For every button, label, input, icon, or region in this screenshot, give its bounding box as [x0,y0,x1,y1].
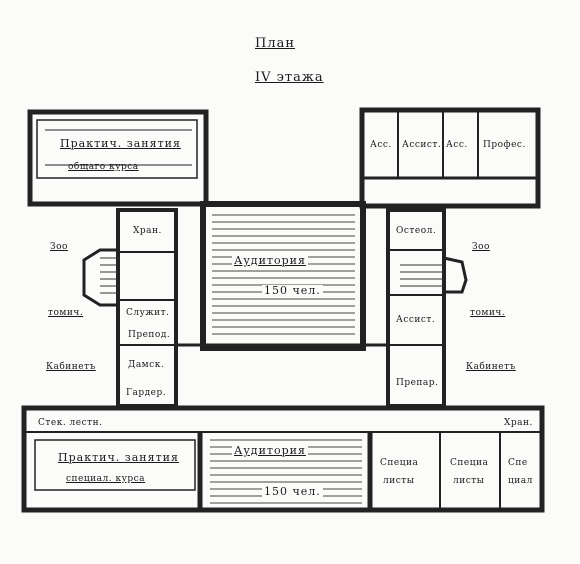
auditorium-1-title: Аудитория [232,254,308,267]
special-room-3-line2: циал [508,476,533,486]
left-stair-treads [100,257,118,294]
professor-room-label: Профес. [483,140,526,150]
right-room-preparation-label: Препар. [396,378,439,388]
special-room-2-line2: листы [453,476,485,486]
plan-title: План [255,36,296,51]
special-room-1-line2: листы [383,476,415,486]
storage-left-label: Хран. [133,226,162,236]
lab-top-left-line1: Практич. занятия [60,137,181,150]
ladies-room-label: Дамск. [128,360,165,370]
special-room-3-line1: Спе [508,458,528,468]
director-room-label: Препод. [128,330,171,340]
assistant-room-3-label: Асс. [446,140,468,150]
special-room-2-line1: Специа [450,458,489,468]
auditorium-1-capacity: 150 чел. [262,284,323,297]
right-stair-treads [400,264,444,287]
top-left-wing-walls [27,109,209,207]
service-room-label: Служит. [126,308,170,318]
bottom-wing-walls [21,405,545,513]
right-wing-zoo-label: Зоо [472,242,490,252]
plan-subtitle: IV этажа [255,70,324,85]
left-wing-tomic-label: томич. [48,308,84,318]
lab-bottom-left-line2: специал. курса [66,474,146,484]
assistant-room-2-label: Ассист. [402,140,442,150]
lab-bottom-left-line1: Практич. занятия [58,451,179,464]
central-auditorium-top [200,201,366,351]
special-room-1-line1: Специа [380,458,419,468]
right-middle-block [386,208,446,408]
storage-right-label: Хран. [504,418,533,428]
auditorium-2-title: Аудитория [232,444,308,457]
right-room-osteology-label: Остеол. [396,226,437,236]
right-wing-tomic-label: томич. [470,308,506,318]
auditorium-2-capacity: 150 чел. [262,485,323,498]
lab-top-left-line2: общаго курса [68,162,139,172]
assistant-room-1-label: Асс. [370,140,392,150]
top-right-wing-walls [359,107,541,209]
left-wing-zoo-label: Зоо [50,242,68,252]
wardrobe-label: Гардер. [126,388,167,398]
right-room-assistant-label: Ассист. [396,315,436,325]
stair-corridor-label: Стек. лестн. [38,418,103,428]
auditorium-seating-hatching [212,214,355,335]
right-wing-cabinet-label: Кабинетъ [466,362,516,372]
left-wing-cabinet-label: Кабинетъ [46,362,96,372]
